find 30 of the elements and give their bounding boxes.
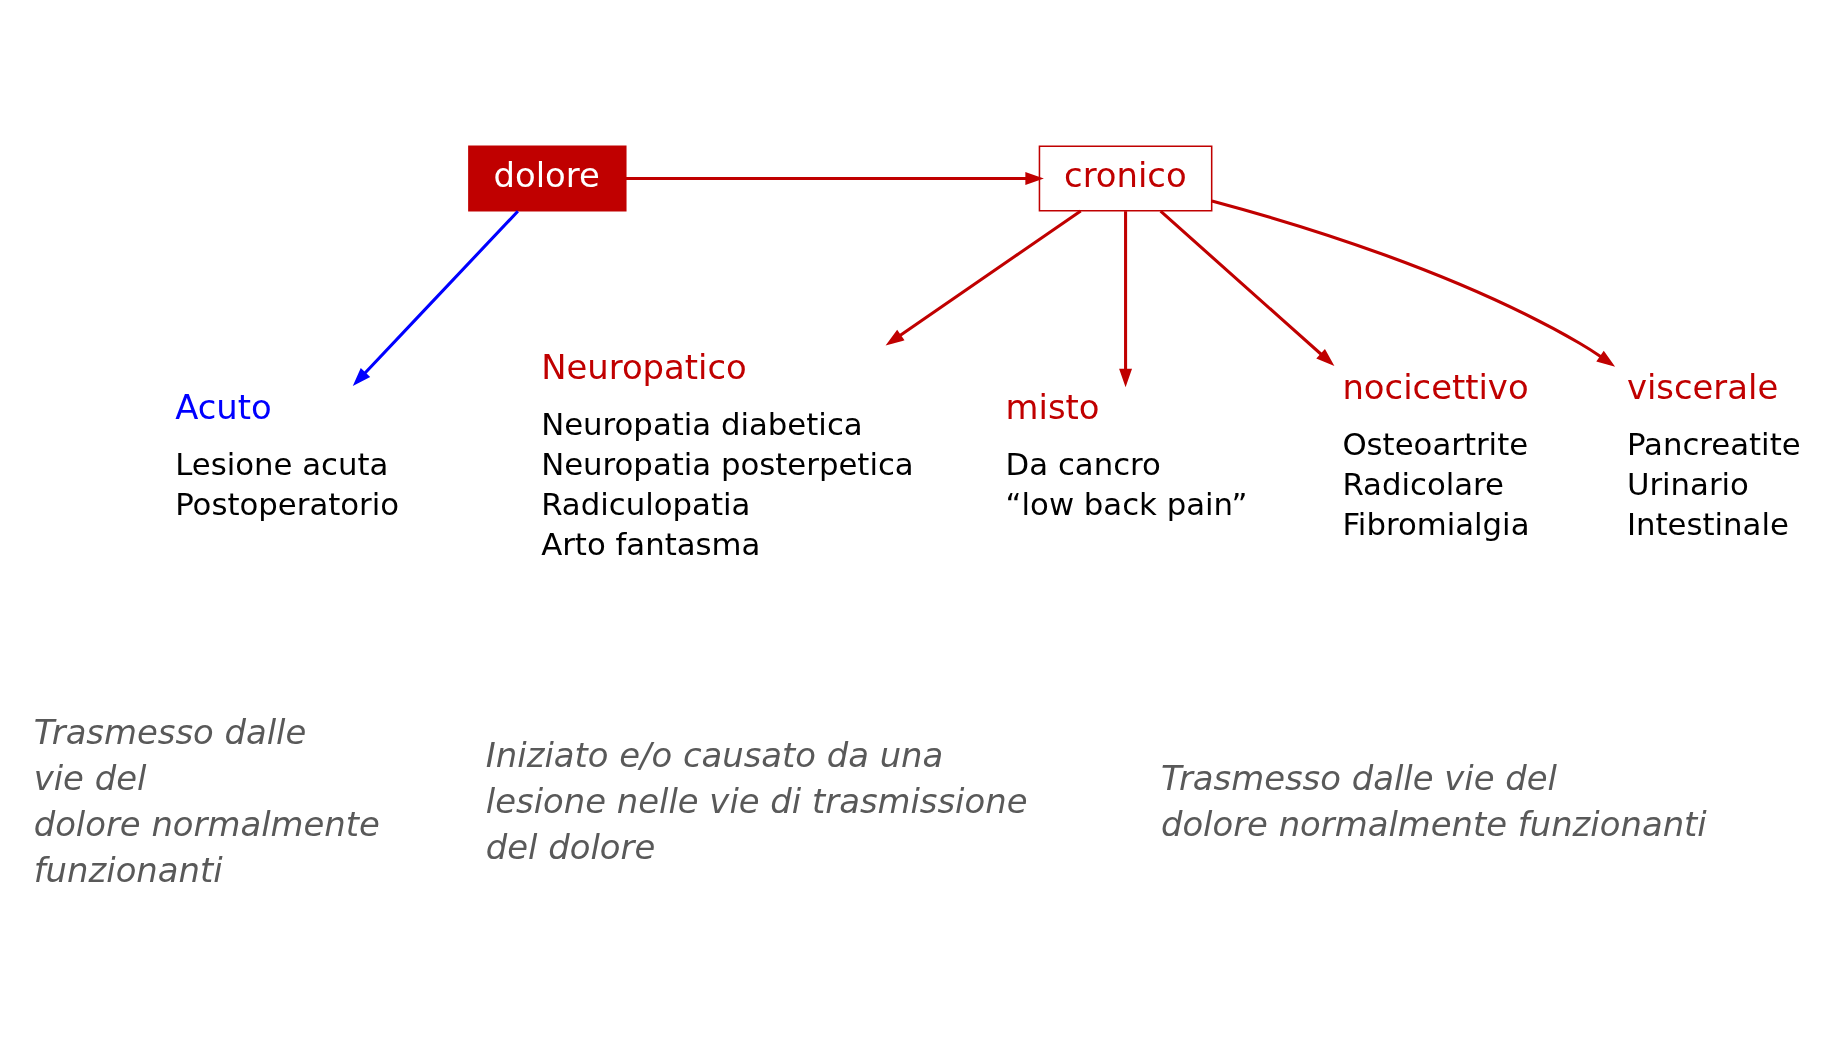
node-label: Radicolare (1342, 465, 1504, 502)
node-label: Lesione acuta (175, 445, 389, 482)
node-label: Neuropatia diabetica (541, 405, 863, 442)
arrow (1119, 210, 1133, 387)
node-text: Neuropatico (541, 347, 747, 387)
arrow (625, 171, 1044, 185)
label: Trasmesso dalle vie del dolore normalmente funzionanti (1160, 758, 1707, 844)
node-label: Arto fantasma (541, 525, 761, 562)
node-label: “low back pain” (1005, 485, 1248, 522)
node-box: dolore (468, 144, 627, 211)
node-label: Pancreatite (1626, 425, 1801, 462)
node-text: Acuto (175, 387, 272, 427)
node-label: Fibromialgia (1342, 505, 1530, 542)
node-label: Intestinale (1626, 505, 1789, 542)
node-label: Da cancro (1005, 445, 1161, 482)
label: Trasmesso dalle vie del dolore normalmente funzionanti (33, 712, 380, 890)
node-label: Osteoartrite (1342, 425, 1529, 462)
arrow (352, 209, 519, 386)
node-text: viscerale (1626, 367, 1779, 407)
node-label: Postoperatorio (175, 485, 400, 522)
node-label: Urinario (1626, 465, 1749, 502)
node-label: Radiculopatia (541, 485, 751, 522)
node-label: Neuropatia posterpetica (541, 445, 914, 482)
arrow (1159, 209, 1335, 366)
node-box: cronico (1038, 144, 1213, 211)
arrow (1211, 199, 1616, 367)
arrow (885, 209, 1082, 345)
node-text: nocicettivo (1342, 367, 1529, 407)
label: Iniziato e/o causato da una lesione nelle vie di trasmissione del dolore (485, 735, 1028, 867)
node-text: misto (1005, 387, 1100, 427)
